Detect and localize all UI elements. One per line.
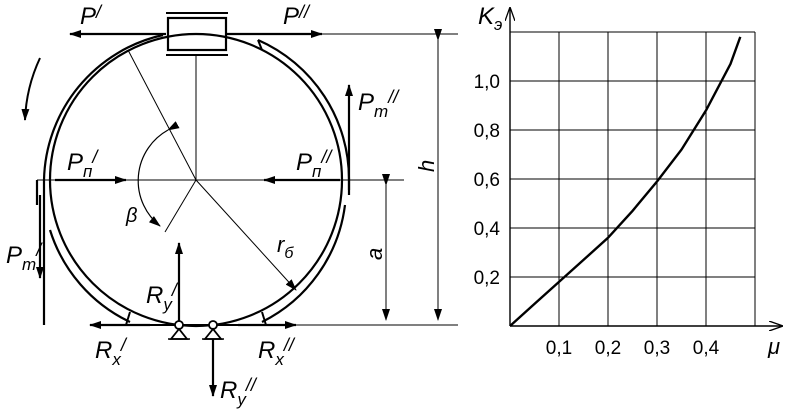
chart-y-tick-label: 1,0 bbox=[474, 72, 500, 93]
label-rx-prime: Rx/ bbox=[95, 335, 128, 369]
support-left bbox=[168, 320, 190, 340]
chart-tick-labels: 0,1 0,2 0,3 0,4 0,2 0,4 0,6 0,8 1,0 bbox=[474, 72, 720, 359]
rotation-arrow bbox=[21, 57, 41, 121]
chart-x-tick-label: 0,1 bbox=[546, 338, 572, 359]
chart-x-tick-label: 0,3 bbox=[644, 338, 670, 359]
chart-grid bbox=[510, 31, 756, 326]
shoe-end-top-right bbox=[257, 39, 263, 51]
chart-y-tick-label: 0,4 bbox=[474, 219, 501, 240]
chart-y-tick-label: 0,2 bbox=[474, 268, 500, 289]
chart-series-line bbox=[509, 36, 742, 327]
label-p-double: P// bbox=[283, 2, 311, 30]
ring-diagram: P/ P// Pт// Pт/ Pп/ Pп// β rб a h Ry/ Ry… bbox=[6, 2, 458, 409]
label-pn-prime: Pп/ bbox=[67, 147, 99, 181]
label-p-prime: P/ bbox=[80, 2, 103, 30]
support-right bbox=[202, 320, 224, 340]
radius-rb bbox=[195, 179, 297, 291]
label-ry-prime: Ry/ bbox=[146, 280, 179, 314]
label-pt-double: Pт// bbox=[358, 87, 400, 121]
chart-x-tick-label: 0,2 bbox=[595, 338, 621, 359]
ring-outer-left-arc bbox=[42, 33, 164, 325]
label-pn-double: Pп// bbox=[296, 147, 333, 181]
chart-x-tick-label: 0,4 bbox=[693, 338, 720, 359]
chart-y-tick-label: 0,8 bbox=[474, 121, 500, 142]
beta-arc bbox=[137, 121, 180, 227]
shoe-end-right bbox=[261, 311, 267, 326]
chart-y-tick-label: 0,6 bbox=[474, 170, 500, 191]
label-rx-double: Rx// bbox=[258, 335, 296, 369]
chart: 0,1 0,2 0,3 0,4 0,2 0,4 0,6 0,8 1,0 Kэ μ bbox=[474, 3, 782, 359]
chart-y-axis-label: Kэ bbox=[478, 3, 502, 34]
label-h: h bbox=[414, 160, 439, 172]
radius-lower bbox=[164, 179, 197, 233]
label-pt-prime: Pт/ bbox=[6, 240, 43, 274]
label-beta: β bbox=[125, 205, 137, 227]
ring-outer-right-bottom bbox=[261, 204, 347, 323]
chart-x-axis-label: μ bbox=[767, 334, 780, 359]
shoe-end-left bbox=[125, 311, 131, 326]
label-a: a bbox=[362, 248, 387, 260]
label-rb: rб bbox=[277, 232, 294, 262]
label-ry-double: Ry// bbox=[220, 375, 258, 409]
radius-upper bbox=[127, 49, 197, 181]
ring-outer-left-bottom bbox=[48, 229, 131, 323]
